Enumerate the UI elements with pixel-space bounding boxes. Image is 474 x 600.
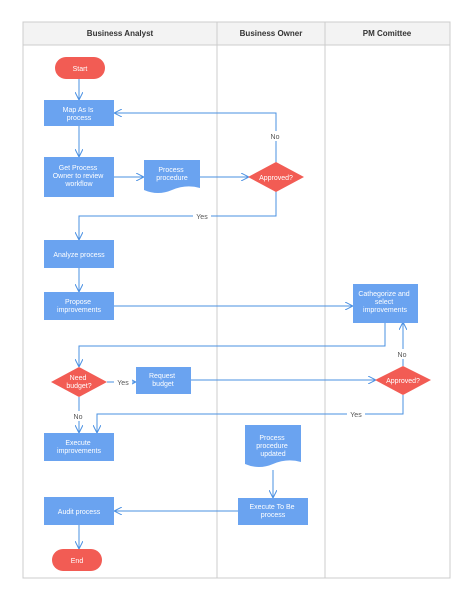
node-end-label: End — [71, 558, 84, 565]
svg-text:Cathegorize and select: Cathegorize and select improvements — [358, 291, 411, 314]
lane-title-business-owner: Business Owner — [240, 29, 303, 38]
node-approved-owner-label: Approved? — [259, 175, 293, 182]
edge-label-bg-yes-pm — [347, 409, 365, 419]
node-request-budget-line-1: Request — [149, 373, 175, 380]
node-categorize-line-2: select — [375, 299, 393, 306]
svg-text:Execute improvements: Execute improvements — [57, 440, 101, 455]
node-propose-line-1: Propose — [65, 299, 91, 306]
node-need-budget-line-2: budget? — [66, 383, 91, 390]
edge-label-no-budget: No — [74, 414, 83, 421]
edge-label-bg-yes-owner — [193, 211, 211, 221]
svg-text:Execute To Be process: Execute To Be process — [250, 504, 297, 519]
edge-label-no-owner: No — [271, 134, 280, 141]
node-approved-pm-label: Approved? — [386, 378, 420, 385]
node-process-procedure-document[interactable]: Process procedure — [144, 160, 200, 193]
edge-label-yes-owner: Yes — [196, 214, 208, 221]
node-audit-process[interactable]: Audit process — [44, 497, 114, 525]
node-need-budget-line-1: Need — [70, 375, 87, 382]
node-approved-owner-decision[interactable]: Approved? — [248, 162, 304, 192]
node-map-as-is-line-1: Map As Is — [63, 107, 94, 114]
svg-text:Process procedure: Process procedure updated — [256, 435, 289, 458]
node-categorize-line-3: improvements — [363, 307, 407, 314]
node-audit-label: Audit process — [58, 509, 101, 516]
swimlane-header — [22, 21, 451, 46]
node-categorize-line-1: Cathegorize and — [358, 291, 409, 298]
node-execute-improvements-line-1: Execute — [65, 440, 90, 447]
node-procedure-updated-line-1: Process — [259, 435, 285, 442]
edge-label-yes-budget: Yes — [117, 380, 129, 387]
edge-approved-no-to-map — [115, 113, 277, 163]
node-procedure-line-2: procedure — [156, 175, 188, 182]
node-approved-pm-decision[interactable]: Approved? — [375, 366, 431, 395]
node-start[interactable]: Start — [55, 57, 105, 79]
node-map-as-is[interactable]: Map As Is process — [44, 100, 114, 126]
node-procedure-line-1: Process — [158, 167, 184, 174]
node-execute-to-be-line-2: process — [261, 512, 286, 519]
node-execute-to-be[interactable]: Execute To Be process — [238, 498, 308, 525]
node-categorize-improvements[interactable]: Cathegorize and select improvements — [353, 284, 418, 323]
edge-label-bg-no-budget — [71, 411, 85, 421]
node-analyze-process[interactable]: Analyze process — [44, 240, 114, 268]
node-request-budget[interactable]: Request budget — [136, 367, 191, 394]
node-propose-improvements[interactable]: Propose improvements — [44, 292, 114, 320]
svg-text:Map As Is process: Map As Is process — [63, 107, 96, 122]
edge-categorize-to-need-budget — [79, 323, 386, 366]
edge-label-bg-no-pm — [395, 349, 409, 359]
node-procedure-updated-document[interactable]: Process procedure updated — [245, 425, 301, 467]
node-get-owner-line-3: workflow — [64, 181, 93, 188]
node-execute-to-be-line-1: Execute To Be — [250, 504, 295, 511]
svg-text:Request budget: Request budget — [149, 373, 177, 388]
node-need-budget-decision[interactable]: Need budget? — [51, 367, 107, 397]
edge-label-yes-pm: Yes — [350, 412, 362, 419]
lane-title-pm-committee: PM Comittee — [363, 29, 412, 38]
svg-text:Need budget?: Need budget? — [66, 375, 91, 390]
edge-label-no-pm: No — [398, 352, 407, 359]
node-get-owner-line-1: Get Process — [59, 165, 98, 172]
node-analyze-label: Analyze process — [53, 252, 105, 259]
node-get-owner-line-2: Owner to review — [53, 173, 105, 180]
edge-label-bg-yes-budget — [114, 377, 132, 387]
node-map-as-is-line-2: process — [67, 115, 92, 122]
svg-text:Process procedure: Process procedure — [156, 167, 188, 182]
node-procedure-updated-line-2: procedure — [256, 443, 288, 450]
node-execute-improvements-line-2: improvements — [57, 448, 101, 455]
node-start-label: Start — [73, 66, 88, 73]
lane-title-business-analyst: Business Analyst — [87, 29, 154, 38]
edge-label-bg-no-owner — [268, 131, 282, 141]
edge-approved-yes-to-analyze — [79, 191, 277, 239]
node-get-process-owner[interactable]: Get Process Owner to review workflow — [44, 157, 114, 197]
node-end[interactable]: End — [52, 549, 102, 571]
svg-text:Propose improvements: Propose improvements — [57, 299, 101, 314]
node-execute-improvements[interactable]: Execute improvements — [44, 433, 114, 461]
svg-text:Get Process Owner to rev: Get Process Owner to review workflow — [53, 165, 106, 188]
node-request-budget-line-2: budget — [152, 381, 173, 388]
node-procedure-updated-line-3: updated — [260, 451, 285, 458]
edge-approved-pm-yes-to-execute — [97, 395, 404, 432]
node-propose-line-2: improvements — [57, 307, 101, 314]
